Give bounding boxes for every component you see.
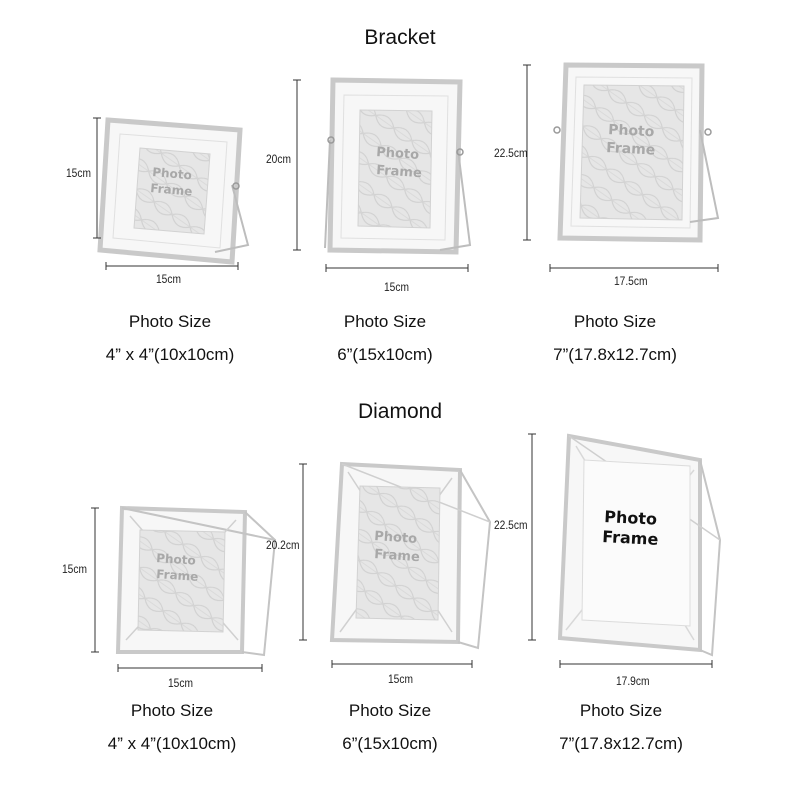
bracket-1-width-label: 15cm [156, 272, 181, 286]
diamond-1-caption: Photo Size 4” x 4”(10x10cm) [82, 702, 262, 752]
diamond-frame-1: Photo Frame [115, 505, 277, 657]
bracket-2-photo-size: 6”(15x10cm) [337, 345, 433, 364]
bracket-1-photo-size: 4” x 4”(10x10cm) [105, 345, 235, 364]
bracket-3-photo-size: 7”(17.8x12.7cm) [553, 345, 677, 364]
bracket-section-title: Bracket [364, 26, 436, 49]
bracket-3-height-label: 22.5cm [494, 146, 528, 160]
diamond-2-photo-label: Photo Size [348, 701, 432, 720]
diamond-section-title: Diamond [357, 400, 443, 423]
diamond-3-frame-text-2: Frame [602, 527, 659, 549]
diamond-frame-2: Photo Frame [329, 461, 492, 650]
diamond-3-width-label: 17.9cm [616, 674, 650, 688]
bracket-frame-2: Photo Frame [324, 77, 472, 255]
bracket-1-frame-text-2: Frame [150, 181, 193, 199]
diamond-frame-3: Photo Frame [557, 433, 722, 657]
diamond-1-height-label: 15cm [62, 562, 87, 576]
bracket-1-frame-text-1: Photo [152, 165, 193, 182]
diamond-3-photo-size: 7”(17.8x12.7cm) [559, 734, 683, 753]
bracket-1-photo-label: Photo Size [128, 312, 212, 331]
bracket-3-frame-text-1: Photo [608, 122, 655, 140]
bracket-frame-3: Photo Frame [553, 62, 720, 243]
diamond-3-height-label: 22.5cm [494, 518, 528, 532]
diamond-2-frame-text-1: Photo [374, 529, 418, 547]
bracket-3-frame-text-2: Frame [606, 140, 656, 159]
bracket-3-caption: Photo Size 7”(17.8x12.7cm) [530, 313, 700, 363]
bracket-2-frame-text-2: Frame [376, 163, 423, 181]
diamond-1-width-label: 15cm [168, 676, 193, 690]
bracket-2-frame-text-1: Photo [376, 145, 420, 163]
diamond-3-frame-text-1: Photo [604, 507, 658, 529]
bracket-2-caption: Photo Size 6”(15x10cm) [300, 313, 470, 363]
diamond-dimension-lines [91, 433, 713, 672]
bracket-1-caption: Photo Size 4” x 4”(10x10cm) [80, 313, 260, 363]
bracket-1-height-label: 15cm [66, 166, 91, 180]
bracket-2-width-label: 15cm [384, 280, 409, 294]
bracket-dimension-lines [93, 64, 719, 272]
bracket-2-photo-label: Photo Size [343, 312, 427, 331]
diamond-1-frame-text-1: Photo [156, 551, 196, 568]
diamond-1-photo-size: 4” x 4”(10x10cm) [107, 734, 237, 753]
diamond-1-frame-text-2: Frame [156, 567, 199, 584]
diamond-2-height-label: 20.2cm [266, 538, 300, 552]
bracket-3-photo-label: Photo Size [573, 312, 657, 331]
diamond-1-photo-label: Photo Size [130, 701, 214, 720]
bracket-3-width-label: 17.5cm [614, 274, 648, 288]
diamond-3-photo-label: Photo Size [579, 701, 663, 720]
diamond-2-width-label: 15cm [388, 672, 413, 686]
bracket-2-height-label: 20cm [266, 152, 291, 166]
diamond-3-caption: Photo Size 7”(17.8x12.7cm) [536, 702, 706, 752]
diamond-2-caption: Photo Size 6”(15x10cm) [305, 702, 475, 752]
bracket-frame-1: Photo Frame [97, 117, 250, 265]
diamond-2-photo-size: 6”(15x10cm) [342, 734, 438, 753]
diamond-2-frame-text-2: Frame [374, 547, 421, 565]
